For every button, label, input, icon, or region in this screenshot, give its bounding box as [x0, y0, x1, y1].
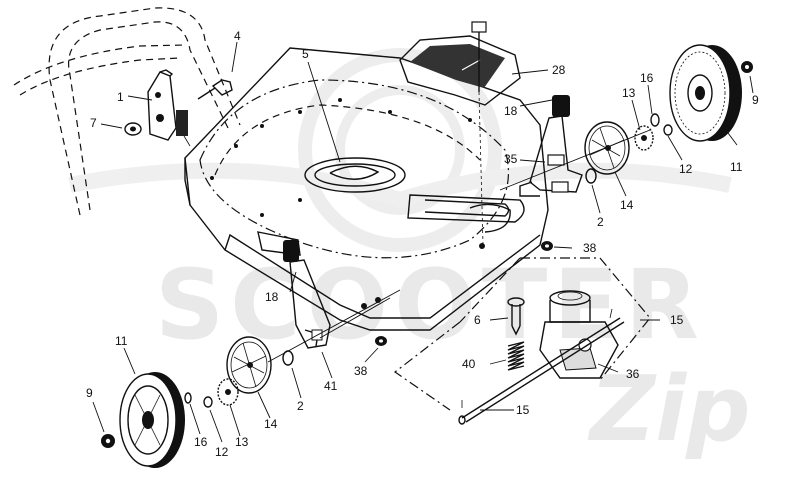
pivot-pin-6	[507, 297, 525, 336]
callout-36: 36	[626, 367, 640, 381]
rear-cover-28	[399, 21, 521, 246]
callout-12-right: 12	[679, 162, 693, 176]
callout-2-right: 2	[597, 215, 604, 229]
callout-16-right: 16	[640, 71, 654, 85]
height-adjuster-right	[519, 95, 583, 197]
callout-41: 41	[324, 379, 338, 393]
callout-38-bottom: 38	[354, 364, 368, 378]
callout-15-left: 15	[516, 403, 530, 417]
hubcap-14-right	[584, 121, 630, 175]
clip-12-left	[203, 396, 213, 408]
leader-lines	[92, 41, 754, 443]
spring-40	[507, 341, 525, 371]
callout-12-left: 12	[215, 445, 229, 459]
callout-11-left: 11	[115, 334, 128, 348]
gear-13-right	[634, 125, 654, 151]
callout-38-top: 38	[583, 241, 597, 255]
callout-16-left: 16	[194, 435, 208, 449]
nut-9-right	[741, 61, 753, 73]
callout-11-right: 11	[730, 160, 743, 174]
washer-16-right	[650, 113, 660, 127]
nut-38-top	[541, 241, 553, 251]
wheel-11-left	[119, 372, 185, 468]
callout-13-right: 13	[622, 86, 636, 100]
bolt-4	[197, 79, 233, 100]
callout-4: 4	[234, 29, 241, 43]
callout-40: 40	[462, 357, 476, 371]
callout-14-right: 14	[620, 198, 634, 212]
mower-deck	[184, 47, 549, 331]
watermark-text-scooter: SCOOTER	[155, 249, 705, 361]
callout-7: 7	[90, 116, 97, 130]
callout-5: 5	[302, 47, 309, 61]
nut-9-left	[101, 434, 115, 448]
callout-14-left: 14	[264, 417, 278, 431]
callout-1: 1	[117, 90, 124, 104]
callout-labels: 4 1 7 5 28 18 16 13 9 11 12 35 14 2 38 1…	[86, 29, 759, 459]
callout-9-right: 9	[752, 93, 759, 107]
callout-2-left: 2	[297, 399, 304, 413]
clip-12-right	[663, 124, 673, 136]
axle-15	[458, 308, 625, 425]
washer-16-left	[184, 392, 192, 404]
hubcap-14-left	[226, 336, 272, 394]
wheel-11-right	[669, 44, 742, 142]
watermark-text-zip: Zip	[587, 357, 751, 462]
washer-2-left	[282, 350, 294, 366]
nut-7	[124, 122, 142, 136]
gear-13-left	[217, 378, 239, 406]
nut-38-bottom	[375, 336, 387, 346]
callout-9-left: 9	[86, 386, 93, 400]
callout-18-top: 18	[504, 104, 518, 118]
handle-bracket	[147, 69, 191, 147]
callout-6: 6	[474, 313, 481, 327]
callout-15-right: 15	[670, 313, 684, 327]
handle-outline	[13, 7, 241, 216]
washer-2-right	[585, 168, 597, 184]
callout-18-bottom: 18	[265, 290, 279, 304]
callout-35: 35	[504, 152, 518, 166]
callout-13-left: 13	[235, 435, 249, 449]
callout-28: 28	[552, 63, 566, 77]
transmission-frame	[393, 257, 651, 411]
